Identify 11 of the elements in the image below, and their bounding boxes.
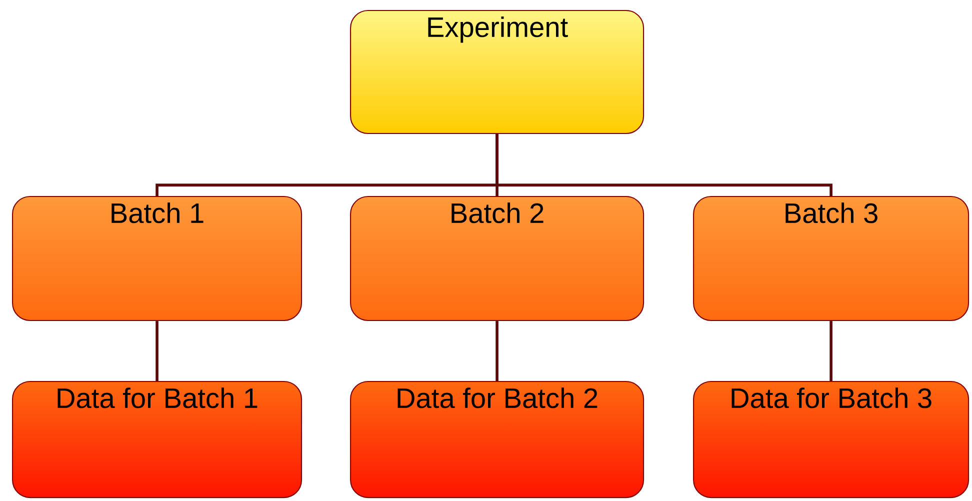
connector-line <box>496 134 832 196</box>
connector-line <box>830 321 832 381</box>
connector-line <box>156 321 158 381</box>
process-box: Experiment <box>350 10 644 134</box>
process-box: Data for Batch 2 <box>350 381 644 498</box>
process-box: Batch 2 <box>350 196 644 322</box>
process-box: Data for Batch 1 <box>12 381 302 498</box>
connector-line <box>496 321 498 381</box>
process-box: Data for Batch 3 <box>693 381 970 498</box>
process-box: Batch 3 <box>693 196 970 322</box>
process-box: Batch 1 <box>12 196 302 322</box>
